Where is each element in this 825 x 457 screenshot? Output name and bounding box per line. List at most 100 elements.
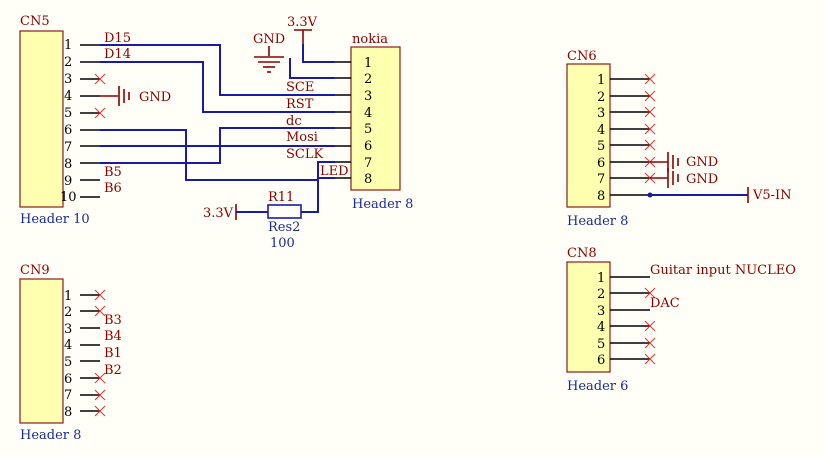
nokia-pin-1: 1 (364, 56, 372, 71)
r11-resistor[interactable]: 3.3V R11 Res2 100 (203, 177, 335, 251)
nokia-pin-numbers: 1 2 3 4 5 6 7 8 (364, 56, 372, 187)
wire-d15-sce (100, 44, 335, 96)
nokia-body (350, 46, 401, 191)
cn8-body (566, 261, 611, 373)
nokia-3v3-label: 3.3V (287, 15, 318, 30)
nokia-3v3-supply: 3.3V (287, 15, 318, 44)
net-label-mosi: Mosi (286, 130, 318, 145)
cn9-no-connect-marks (94, 289, 106, 417)
nokia-pin-2: 2 (364, 72, 372, 87)
cn8-designator: CN8 (567, 246, 597, 261)
wire-d14-rst (100, 61, 335, 113)
cn8-footprint: Header 6 (567, 379, 628, 394)
cn9-pin-numbers: 1 2 3 4 5 6 7 8 (64, 289, 72, 420)
cn6-gnd-symbols: GND GND (650, 152, 718, 188)
cn9-designator: CN9 (20, 263, 50, 278)
cn6-pin-numbers: 1 2 3 4 5 6 7 8 (597, 73, 605, 204)
cn9-footprint: Header 8 (20, 428, 81, 443)
nokia-gnd-label: GND (253, 32, 285, 47)
wire-3v3-pin1 (302, 44, 335, 63)
cn6-pin-6: 6 (597, 156, 605, 171)
net-label-b4: B4 (104, 329, 122, 344)
net-label-b3: B3 (104, 313, 122, 328)
cn5-pin-6: 6 (64, 123, 72, 138)
cn6-component[interactable]: CN6 Header 8 1 2 3 4 5 6 7 8 (566, 49, 792, 229)
cn8-component[interactable]: CN8 Header 6 1 2 3 4 5 6 Guitar input NU… (566, 246, 796, 394)
nokia-pin-4: 4 (364, 106, 372, 121)
nokia-pin-7: 7 (364, 156, 372, 171)
net-label-dac: DAC (650, 296, 680, 311)
cn6-gnd-label-1: GND (686, 155, 718, 170)
nokia-pin-6: 6 (364, 139, 372, 154)
cn8-pin-5: 5 (597, 337, 605, 352)
cn5-pin-2: 2 (64, 55, 72, 70)
cn6-pin-1: 1 (597, 73, 605, 88)
cn9-pin-5: 5 (64, 355, 72, 370)
cn5-no-connect-marks (94, 73, 106, 119)
cn5-gnd-label: GND (139, 90, 171, 105)
cn5-pin-3: 3 (64, 72, 72, 87)
cn5-pin-8: 8 (64, 157, 72, 172)
r11-designator: R11 (268, 190, 294, 205)
cn5-pin-1: 1 (64, 38, 72, 53)
net-label-b6: B6 (104, 181, 122, 196)
cn6-body (566, 63, 611, 208)
cn8-no-connect-marks (644, 287, 656, 365)
cn5-pin-leads (80, 44, 100, 198)
cn8-pin-1: 1 (597, 271, 605, 286)
cn9-pin-2: 2 (64, 305, 72, 320)
cn5-pin-4: 4 (64, 89, 72, 104)
cn8-pin-numbers: 1 2 3 4 5 6 (597, 271, 605, 368)
nokia-designator: nokia (352, 32, 388, 47)
wire-pin8-dc (100, 127, 335, 164)
cn9-pin-3: 3 (64, 322, 72, 337)
nokia-pin-leads (335, 61, 351, 179)
net-label-rst: RST (286, 97, 314, 112)
cn9-pin-1: 1 (64, 289, 72, 304)
cn9-pin-8: 8 (64, 405, 72, 420)
net-label-led: LED (320, 164, 349, 179)
r11-body (267, 204, 302, 219)
nokia-pin-3: 3 (364, 89, 372, 104)
wire-r11-led (301, 177, 335, 213)
cn6-designator: CN6 (567, 49, 597, 64)
cn6-pin-3: 3 (597, 106, 605, 121)
cn9-pin-4: 4 (64, 338, 72, 353)
cn9-pin-6: 6 (64, 372, 72, 387)
nokia-component[interactable]: nokia Header 8 1 2 3 4 5 6 7 8 3.3V (253, 15, 413, 212)
cn9-component[interactable]: CN9 Header 8 1 2 3 4 5 6 7 8 (19, 263, 122, 443)
cn8-pin-4: 4 (597, 320, 605, 335)
net-label-v5-in: V5-IN (752, 188, 792, 203)
cn9-pin-leads (80, 294, 100, 412)
cn8-pin-6: 6 (597, 353, 605, 368)
cn8-pin-3: 3 (597, 304, 605, 319)
cn5-component[interactable]: CN5 Header 10 1 2 3 4 5 6 7 8 9 10 (19, 14, 171, 227)
cn5-pin-9: 9 (64, 174, 72, 189)
net-label-sclk: SCLK (286, 147, 323, 162)
cn9-pin-7: 7 (64, 388, 72, 403)
cn6-gnd-label-2: GND (686, 172, 718, 187)
cn8-pin-leads (610, 276, 650, 360)
cn5-designator: CN5 (20, 14, 50, 29)
cn5-pin-10: 10 (60, 190, 77, 205)
wire-gnd-pin2 (289, 58, 335, 79)
cn5-footprint: Header 10 (20, 212, 90, 227)
nokia-footprint: Header 8 (352, 197, 413, 212)
wires-cn5-to-nokia[interactable] (100, 44, 335, 181)
cn6-pin-2: 2 (597, 90, 605, 105)
cn6-v5-net: V5-IN (647, 187, 792, 203)
net-label-dc: dc (286, 114, 302, 129)
cn5-pin-numbers: 1 2 3 4 5 6 7 8 9 10 (60, 38, 77, 205)
nokia-pin-5: 5 (364, 122, 372, 137)
net-label-guitar-input: Guitar input NUCLEO (650, 263, 796, 278)
cn5-pin-7: 7 (64, 140, 72, 155)
nokia-pin-8: 8 (364, 172, 372, 187)
r11-comment: Res2 (268, 220, 300, 235)
cn8-pin-2: 2 (597, 287, 605, 302)
r11-value: 100 (270, 236, 295, 251)
net-label-b2: B2 (104, 363, 122, 378)
cn9-body (19, 278, 64, 424)
net-label-d15: D15 (104, 31, 131, 46)
net-label-d14: D14 (104, 47, 131, 62)
